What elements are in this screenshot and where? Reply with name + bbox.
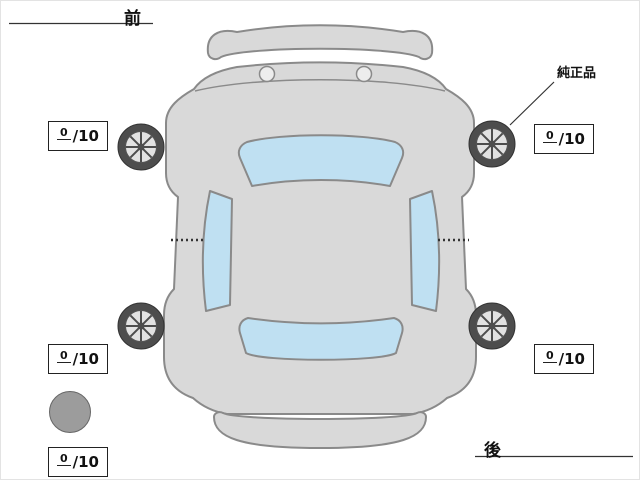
tire-score-value: 0 — [542, 350, 557, 363]
tire-score-value: 0 — [56, 127, 71, 140]
tire-score-rear-right: 0 /10 — [534, 344, 594, 374]
wheel-front-left — [117, 123, 165, 171]
genuine-part-label: 純正品 — [557, 66, 597, 81]
tire-score-front-right: 0 /10 — [534, 124, 594, 154]
front-label: 前 — [124, 9, 141, 29]
hood-circle-right — [355, 65, 373, 83]
rear-bumper — [213, 411, 427, 449]
left-side-window-glass — [201, 190, 233, 312]
right-side-window-glass — [409, 190, 441, 312]
hood-line — [194, 79, 446, 92]
genuine-part-pointer-line — [509, 81, 555, 126]
tire-score-spare: 0 /10 — [48, 447, 108, 477]
wheel-rear-left — [117, 302, 165, 350]
tire-score-value: 0 — [56, 350, 71, 363]
wheel-front-right — [468, 120, 516, 168]
spare-tire-circle — [49, 391, 91, 433]
tire-score-denominator: /10 — [72, 349, 99, 368]
rear-window-glass — [238, 317, 404, 361]
tire-score-value: 0 — [542, 130, 557, 143]
hood-circle-left — [258, 65, 276, 83]
tire-score-denominator: /10 — [558, 129, 585, 148]
tire-score-denominator: /10 — [72, 126, 99, 145]
tire-score-rear-left: 0 /10 — [48, 344, 108, 374]
wheel-rear-right — [468, 302, 516, 350]
tire-score-denominator: /10 — [558, 349, 585, 368]
tire-score-front-left: 0 /10 — [48, 121, 108, 151]
rear-label: 後 — [484, 441, 501, 461]
tire-score-value: 0 — [56, 453, 71, 466]
windshield-glass — [237, 134, 405, 187]
front-bumper — [206, 24, 434, 61]
tire-score-denominator: /10 — [72, 452, 99, 471]
